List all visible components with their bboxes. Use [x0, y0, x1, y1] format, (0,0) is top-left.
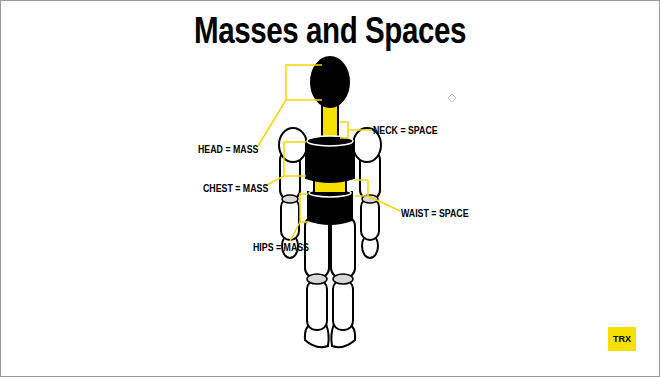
part-label: NECK = SPACE: [373, 124, 438, 136]
logo-text: TRX: [613, 334, 631, 344]
part-label: CHEST = MASS: [203, 182, 268, 194]
small-diamond: [448, 94, 456, 102]
logo-badge: TRX: [608, 327, 636, 351]
part-label: WAIST = SPACE: [401, 207, 469, 219]
slide-title: Masses and Spaces: [194, 10, 466, 52]
leader-lines: [258, 65, 400, 241]
part-label: HEAD = MASS: [198, 143, 258, 155]
part-label: HIPS = MASS: [253, 241, 309, 253]
